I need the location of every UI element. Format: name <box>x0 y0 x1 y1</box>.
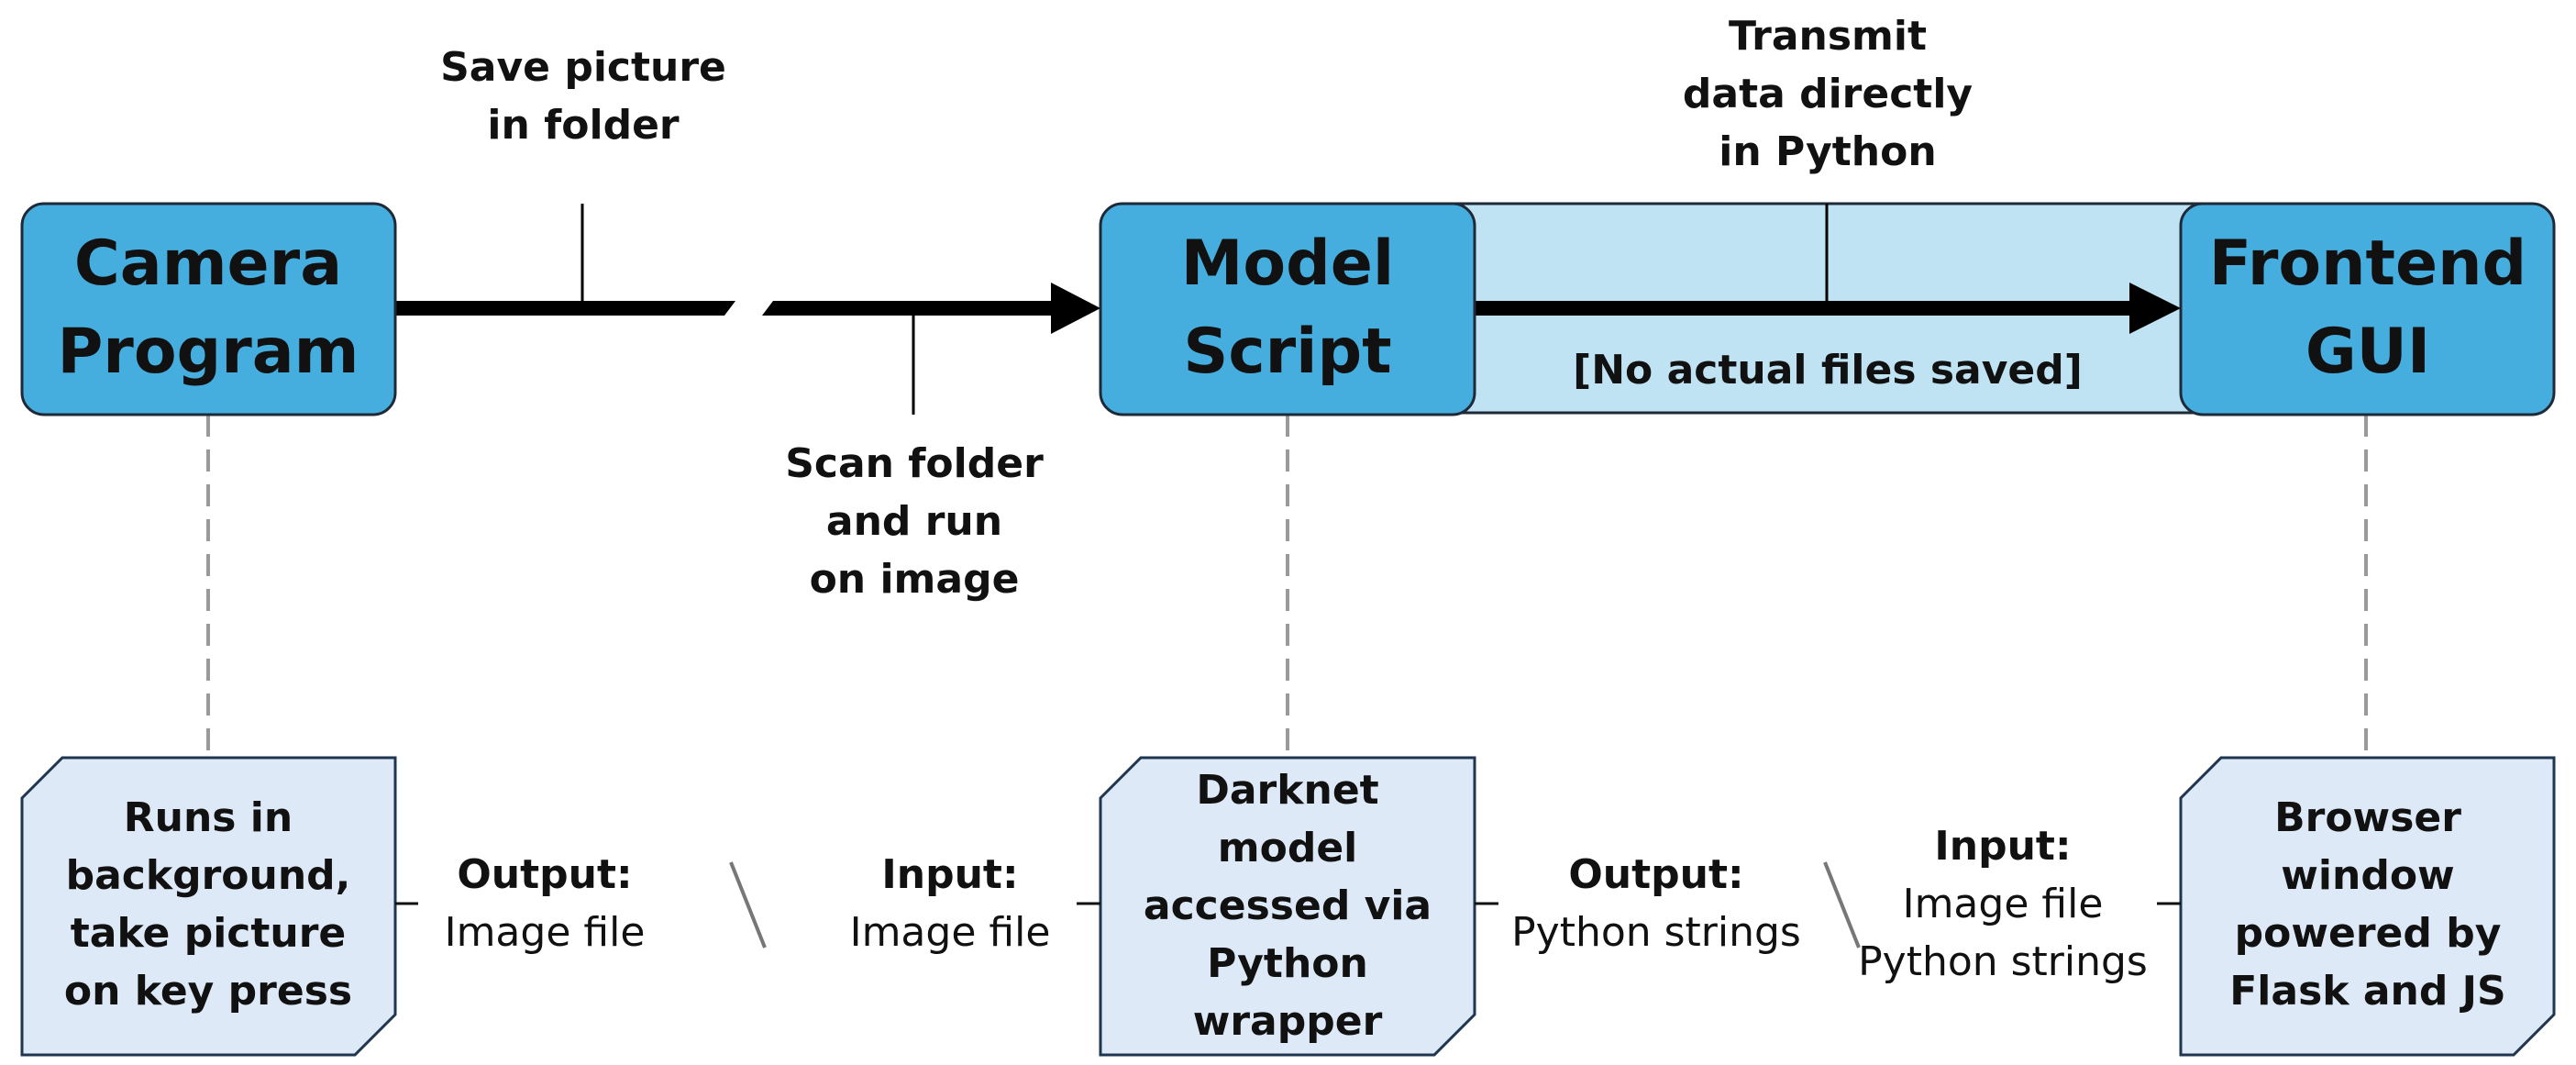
save-picture-label: Save picture in folder <box>440 44 726 149</box>
frontend-card-line1: Browser <box>2274 794 2461 841</box>
frontend-input-value2: Python strings <box>1858 938 2148 985</box>
model-output-label: Output: Python strings <box>1511 851 1801 956</box>
frontend-input-label: Input: Image file Python strings <box>1858 823 2148 985</box>
svg-text:Output:: Output: <box>457 851 632 898</box>
scan-arrow-head <box>1051 283 1100 334</box>
svg-text:Input:: Input: <box>881 851 1018 898</box>
model-output-key: Output <box>1568 851 1728 898</box>
model-frontend-slash <box>1823 861 1861 949</box>
camera-output-key: Output <box>457 851 616 898</box>
transmit-arrow-head <box>2129 283 2181 334</box>
camera-output-value: Image file <box>445 909 646 956</box>
svg-text:Input:: Input: <box>1934 823 2071 870</box>
camera-description-card: Runs in background, take picture on key … <box>20 756 397 1057</box>
model-card-line3: accessed via <box>1144 882 1432 929</box>
camera-card-line3: take picture <box>71 910 347 957</box>
frontend-input-colon: : <box>2055 823 2072 870</box>
save-arrow-segment <box>396 301 735 316</box>
transmit-label: Transmit data directly in Python <box>1683 13 1973 175</box>
model-card-line5: wrapper <box>1193 998 1383 1045</box>
transmit-label-line3: in Python <box>1719 128 1936 175</box>
transmit-label-line2: data directly <box>1683 71 1973 117</box>
scan-label-line1: Scan folder <box>785 440 1044 487</box>
model-output-value: Python strings <box>1511 909 1801 956</box>
model-input-key: Input <box>881 851 1002 898</box>
no-files-note: [No actual files saved] <box>1573 347 2083 394</box>
camera-model-slash <box>729 861 767 949</box>
frontend-input-key: Input <box>1934 823 2055 870</box>
model-input-colon: : <box>1002 851 1019 898</box>
camera-card-line4: on key press <box>64 968 352 1015</box>
frontend-card-line2: window <box>2281 852 2454 899</box>
model-box-title-line1: Model <box>1181 227 1395 300</box>
camera-card-line2: background, <box>66 852 351 899</box>
frontend-card-line4: Flask and JS <box>2229 968 2506 1015</box>
frontend-gui-box: Frontend GUI <box>2179 202 2556 416</box>
frontend-box-title-line1: Frontend <box>2209 227 2526 300</box>
model-description-card: Darknet model accessed via Python wrappe… <box>1099 756 1476 1057</box>
model-script-box: Model Script <box>1099 202 1476 416</box>
camera-card-line1: Runs in <box>124 794 293 841</box>
frontend-input-value1: Image file <box>1903 881 2104 927</box>
save-label-line1: Save picture <box>440 44 726 91</box>
svg-text:Output:: Output: <box>1568 851 1743 898</box>
model-input-value: Image file <box>850 909 1051 956</box>
model-card-line4: Python <box>1207 940 1368 987</box>
save-label-line2: in folder <box>487 102 680 149</box>
frontend-card-line3: powered by <box>2235 910 2502 957</box>
model-box-title-line2: Script <box>1183 316 1391 388</box>
camera-box-title-line2: Program <box>57 316 359 388</box>
camera-output-colon: : <box>616 851 633 898</box>
frontend-box-title-line2: GUI <box>2305 316 2430 388</box>
model-input-label: Input: Image file <box>850 851 1051 956</box>
camera-box-title-line1: Camera <box>74 227 342 300</box>
scan-label-line2: and run <box>826 498 1002 545</box>
model-output-colon: : <box>1728 851 1744 898</box>
frontend-description-card: Browser window powered by Flask and JS <box>2179 756 2556 1057</box>
camera-program-box: Camera Program <box>20 202 397 416</box>
scan-arrow-segment <box>762 301 1053 316</box>
scan-label-line3: on image <box>810 556 1020 603</box>
scan-folder-label: Scan folder and run on image <box>785 440 1044 603</box>
transmit-label-line1: Transmit <box>1729 13 1927 60</box>
camera-output-label: Output: Image file <box>445 851 646 956</box>
transmit-arrow-shaft <box>1475 301 2137 316</box>
model-card-line1: Darknet <box>1196 767 1378 814</box>
model-card-line2: model <box>1218 825 1358 871</box>
